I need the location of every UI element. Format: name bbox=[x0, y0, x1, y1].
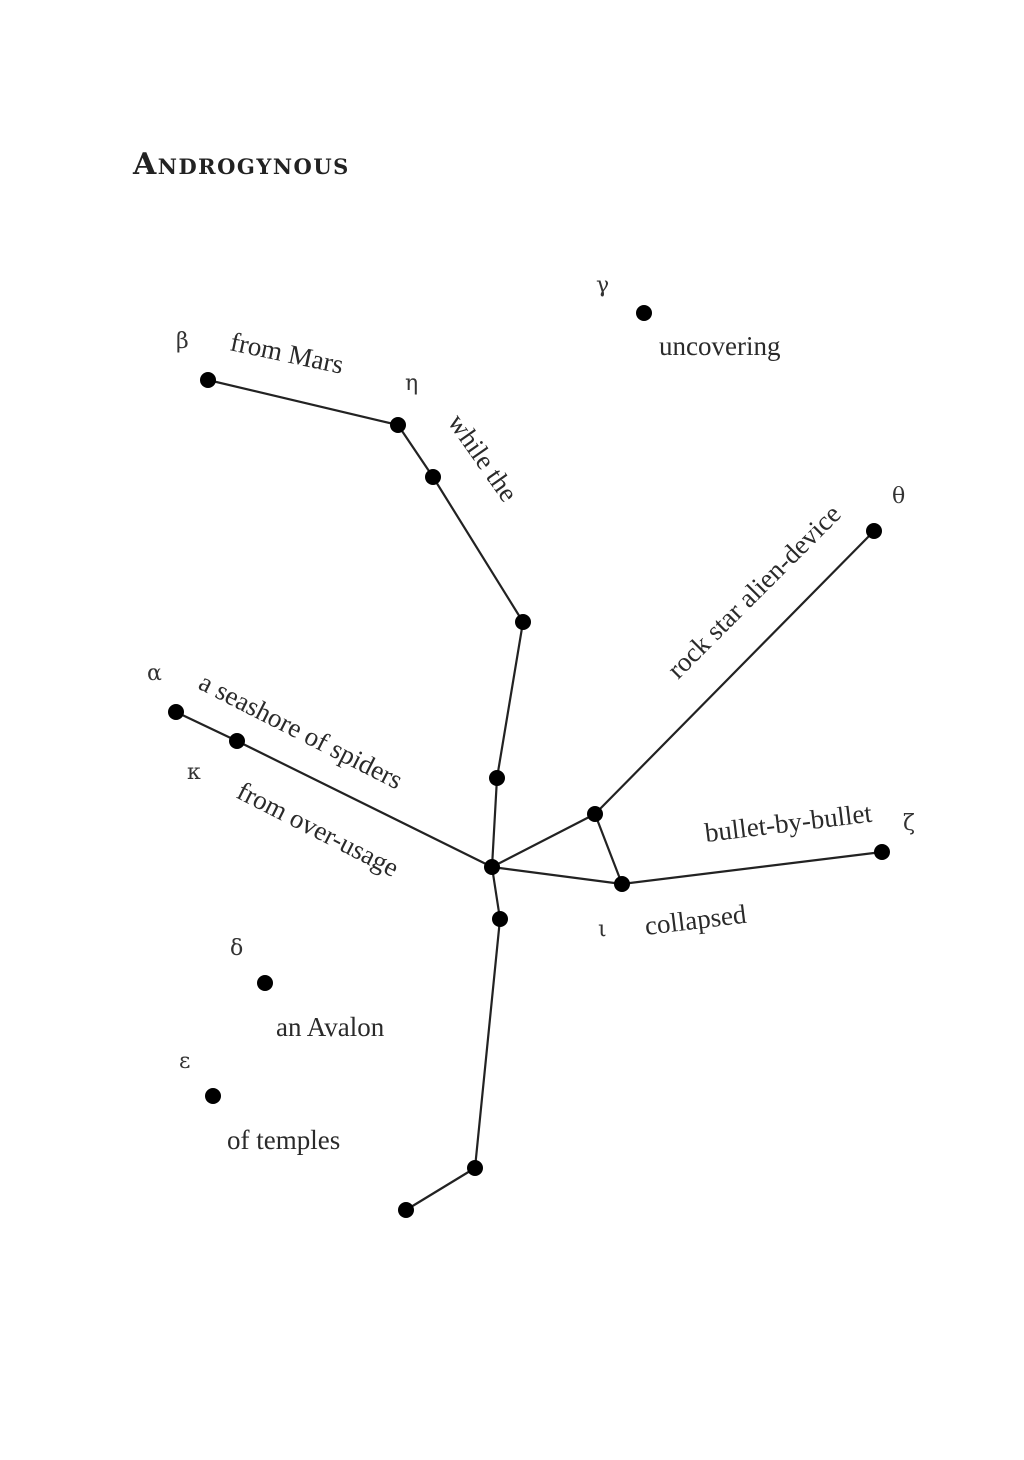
edge-iota-zeta bbox=[620, 850, 884, 886]
phrase-while-the: while the bbox=[442, 408, 524, 507]
star-node bbox=[398, 1202, 414, 1218]
edge-center-n5 bbox=[490, 865, 502, 921]
phrase-rock-star: rock star alien-device bbox=[661, 499, 847, 685]
label-kappa: κ bbox=[187, 760, 201, 785]
label-eta: η bbox=[405, 371, 418, 396]
star-theta bbox=[866, 523, 882, 539]
label-beta: β bbox=[176, 329, 189, 354]
edge-n3-center bbox=[490, 776, 499, 869]
constellation-stars bbox=[168, 305, 890, 1218]
star-node bbox=[587, 806, 603, 822]
constellation-edges bbox=[174, 378, 884, 1212]
star-kappa bbox=[229, 733, 245, 749]
star-node bbox=[489, 770, 505, 786]
label-alpha: α bbox=[147, 661, 162, 686]
edge-n1-n2 bbox=[431, 475, 525, 624]
edge-center-n4 bbox=[490, 812, 597, 869]
edge-kappa-center bbox=[235, 739, 494, 869]
poem-phrases: from Mars uncovering while the rock star… bbox=[194, 327, 874, 1155]
label-zeta: ζ bbox=[903, 811, 915, 836]
label-delta: δ bbox=[230, 936, 243, 961]
edge-alpha-kappa bbox=[174, 710, 239, 743]
star-zeta bbox=[874, 844, 890, 860]
phrase-collapsed: collapsed bbox=[643, 899, 748, 941]
star-beta bbox=[200, 372, 216, 388]
poem-title: Androgynous bbox=[133, 147, 350, 182]
star-node bbox=[467, 1160, 483, 1176]
phrase-temples: of temples bbox=[227, 1125, 340, 1155]
label-theta: θ bbox=[892, 484, 905, 509]
star-node bbox=[515, 614, 531, 630]
star-node bbox=[492, 911, 508, 927]
edge-center-iota bbox=[490, 865, 624, 886]
star-alpha bbox=[168, 704, 184, 720]
phrase-bullet: bullet-by-bullet bbox=[703, 798, 874, 848]
edge-n4-theta bbox=[593, 529, 876, 816]
edge-n4-iota bbox=[593, 812, 624, 886]
star-gamma bbox=[636, 305, 652, 321]
star-node bbox=[425, 469, 441, 485]
star-epsilon bbox=[205, 1088, 221, 1104]
label-gamma: γ bbox=[596, 273, 609, 298]
label-iota: ι bbox=[598, 917, 607, 942]
edge-n5-n6 bbox=[473, 917, 502, 1170]
phrase-avalon: an Avalon bbox=[276, 1012, 385, 1042]
phrase-uncovering: uncovering bbox=[659, 331, 780, 361]
star-eta bbox=[390, 417, 406, 433]
star-iota bbox=[614, 876, 630, 892]
phrase-from-mars: from Mars bbox=[228, 327, 346, 380]
label-epsilon: ε bbox=[179, 1049, 190, 1074]
phrase-seashore: a seashore of spiders bbox=[194, 667, 407, 796]
edge-n6-n7 bbox=[404, 1166, 477, 1212]
star-center bbox=[484, 859, 500, 875]
phrase-over-usage: from over-usage bbox=[232, 776, 403, 883]
edge-eta-n1 bbox=[396, 423, 435, 479]
edge-n2-n3 bbox=[495, 620, 525, 780]
edge-beta-eta bbox=[206, 378, 400, 427]
star-delta bbox=[257, 975, 273, 991]
star-designations: β γ η θ α κ ζ ι δ ε bbox=[147, 273, 915, 1074]
